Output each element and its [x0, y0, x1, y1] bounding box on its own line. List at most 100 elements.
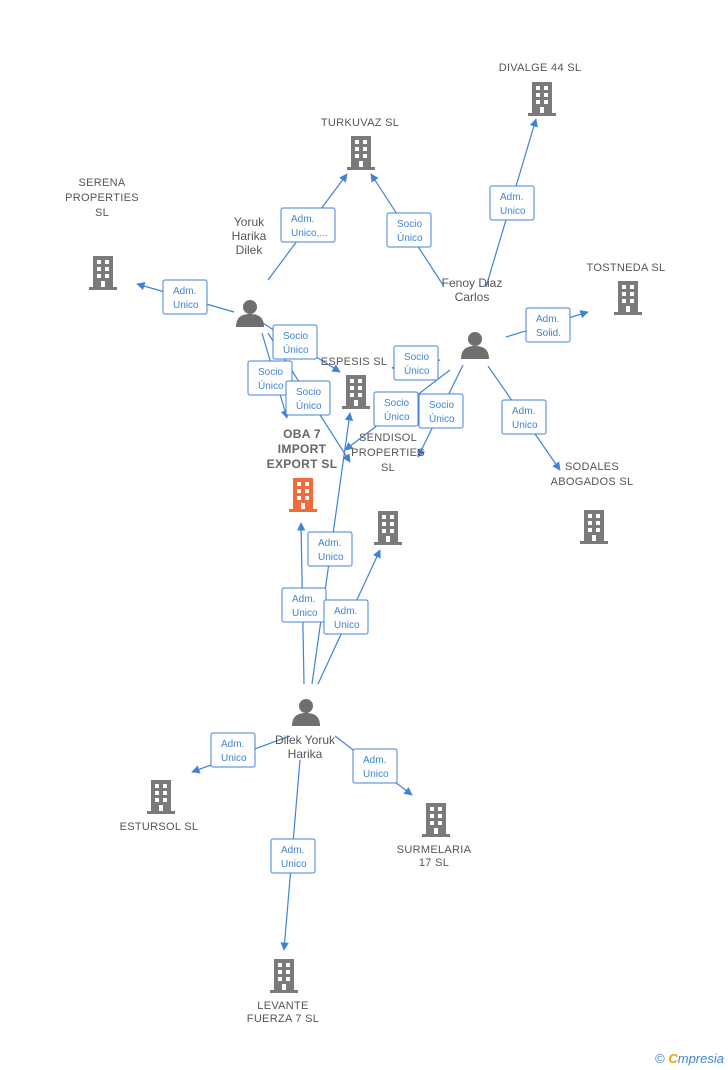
company-label: LEVANTE	[257, 1000, 308, 1012]
edge-label-fenoy-divalge[interactable]: Adm. Unico	[489, 185, 535, 221]
building-icon	[289, 478, 317, 512]
edge-label-text: Adm.	[291, 214, 314, 225]
edge-label-yoruk-serena[interactable]: Adm.Unico	[162, 279, 208, 315]
edge-label-text: Adm.	[334, 606, 357, 617]
edge-label-box	[162, 279, 208, 315]
edge-label-box	[323, 599, 369, 635]
edge-label-box	[386, 212, 432, 248]
edge-label-text: Unico,...	[291, 228, 328, 239]
edge-label-text: Adm.	[500, 192, 523, 203]
edge-label-text: Unico	[292, 608, 318, 619]
edge-label-text: Socio	[283, 331, 308, 342]
building-icon	[342, 375, 370, 409]
edge-label-text: Único	[283, 343, 309, 356]
edge-label-text: Adm.	[281, 845, 304, 856]
edge-label-text: Adm.	[363, 755, 386, 766]
person-icon	[292, 699, 320, 726]
edge-label-box	[418, 393, 464, 429]
edge-label-text: Único	[258, 379, 284, 392]
company-label: IMPORT	[278, 442, 327, 456]
edge-label-text: Unico	[512, 420, 538, 431]
edge-label-fenoy-tostneda[interactable]: Adm.Solid.	[525, 307, 571, 343]
company-label: EXPORT SL	[267, 457, 338, 471]
company-label: SENDISOL	[359, 432, 417, 444]
edge-label-box	[272, 324, 318, 360]
building-icon	[422, 803, 450, 837]
brand-name: mpresia	[677, 1051, 724, 1066]
edge-label-dilek-levante[interactable]: Adm.Unico	[270, 838, 316, 874]
edge-label-text: Solid.	[536, 328, 561, 339]
company-label: ESTURSOL SL	[120, 821, 199, 833]
edge-label-text: Adm.	[221, 739, 244, 750]
company-estursol[interactable]: ESTURSOL SL	[120, 780, 199, 833]
building-icon	[89, 256, 117, 290]
edge-label-dilek-sendisol[interactable]: Adm. Unico	[323, 599, 369, 635]
edge-label-text: Adm.	[173, 286, 196, 297]
person-label: Carlos	[455, 290, 490, 304]
building-icon	[580, 510, 608, 544]
company-label: ESPESIS SL	[321, 356, 388, 368]
edge-label-dilek-estursol[interactable]: Adm. Unico	[210, 732, 256, 768]
person-label: Yoruk	[234, 215, 265, 229]
edge-label-text: Único	[296, 399, 322, 412]
building-icon	[270, 959, 298, 993]
building-icon	[614, 281, 642, 315]
company-turkuvaz[interactable]: TURKUVAZ SL	[321, 117, 399, 170]
edge-label-text: Único	[404, 364, 430, 377]
edge-label-text: Adm.	[318, 538, 341, 549]
edge-label-box	[280, 207, 336, 243]
edge-label-box	[373, 391, 419, 427]
person-label: Dilek	[236, 243, 264, 257]
edge-label-text: Unico	[500, 206, 526, 217]
edge-label-text: Socio	[258, 367, 283, 378]
edge-label-text: Socio	[404, 352, 429, 363]
company-espesis[interactable]: ESPESIS SL	[321, 356, 388, 409]
company-label: SODALES	[565, 461, 619, 473]
company-divalge[interactable]: DIVALGE 44 SL	[499, 62, 582, 116]
edges-layer	[136, 118, 589, 951]
company-label: TURKUVAZ SL	[321, 117, 399, 129]
edge-label-box	[270, 838, 316, 874]
edge-label-text: Adm.	[292, 594, 315, 605]
edge-label-text: Unico	[334, 620, 360, 631]
edge-label-text: Adm.	[512, 406, 535, 417]
copyright-symbol: ©	[655, 1051, 665, 1066]
company-label: SL	[95, 207, 109, 219]
person-label: Harika	[232, 229, 267, 243]
edge-label-box	[285, 380, 331, 416]
building-icon	[347, 136, 375, 170]
brand-initial: C	[668, 1051, 678, 1066]
edge-label-box	[210, 732, 256, 768]
edge-label-yoruk-turkuvaz[interactable]: Adm. Unico,...	[280, 207, 336, 243]
building-icon	[528, 82, 556, 116]
edge-label-text: Unico	[221, 753, 247, 764]
edge-label-text: Socio	[296, 387, 321, 398]
edge-label-text: Socio	[429, 400, 454, 411]
edge-label-dilek-espesis[interactable]: Adm.Unico	[307, 531, 353, 567]
edge-label-dilek-oba7[interactable]: Adm. Unico	[281, 587, 327, 623]
company-tostneda[interactable]: TOSTNEDA SL	[587, 262, 666, 315]
edge-label-fenoy-sodales[interactable]: Adm. Unico	[501, 399, 547, 435]
company-label: OBA 7	[283, 427, 321, 441]
edge-label-dilek-surmelaria[interactable]: Adm.Unico	[352, 748, 398, 784]
person-icon	[236, 300, 264, 327]
edge-label-text: Socio	[384, 398, 409, 409]
